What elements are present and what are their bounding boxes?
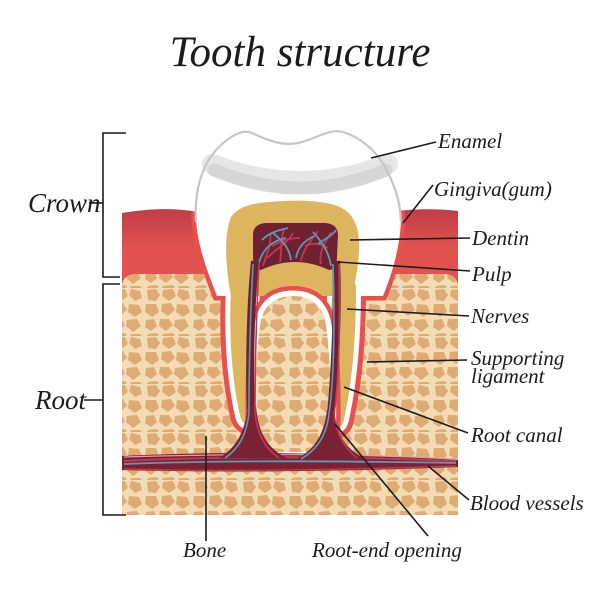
root-end-opening-label: Root-end opening [312, 538, 462, 562]
crown-section-label: Crown [28, 188, 101, 218]
gingiva-label: Gingiva(gum) [434, 177, 552, 201]
crown-outline [194, 130, 403, 223]
nerves-pointer-line [346, 308, 470, 317]
enamel-label: Enamel [438, 129, 503, 153]
pulp-chamber [253, 223, 338, 270]
pointer-lines [84, 132, 471, 541]
root-canal-label: Root canal [471, 423, 563, 447]
canal-nerve-lines [224, 263, 335, 460]
gingiva-pointer-line [402, 184, 434, 224]
blood-vessels-pointer-line [427, 465, 470, 501]
pulp-arteries [262, 229, 332, 267]
left-root-end-funnel [219, 406, 287, 458]
pulp-label: Pulp [472, 262, 512, 286]
right-root-end-funnel [296, 410, 366, 459]
pulp-nerves [257, 227, 337, 267]
pulp-pointer-line [337, 261, 471, 272]
supporting-ligament-pointer-line [366, 359, 468, 363]
nerves-label: Nerves [471, 304, 530, 328]
bone-label: Bone [183, 538, 227, 562]
canal-artery-lines [254, 263, 358, 459]
root-section-label: Root [35, 385, 86, 415]
band-highlight [123, 454, 457, 460]
dentin-label: Dentin [472, 226, 530, 250]
dentin-pointer-line [349, 237, 471, 241]
root-canals [219, 260, 366, 460]
root-canal-pointer-line [343, 386, 469, 434]
crown-bracket [102, 132, 126, 278]
band-nerve [123, 460, 457, 465]
furcation-dome [245, 285, 341, 462]
enamel-shading-arc [207, 163, 393, 195]
supporting-ligament-label: Supporting ligament [471, 346, 565, 389]
dome-bone-fill [255, 296, 331, 452]
right-root-canal [327, 260, 341, 416]
band-artery-2 [123, 465, 457, 472]
enamel-pointer-line [370, 141, 437, 159]
root-end-opening-pointer-line [334, 423, 429, 537]
diagram-title: Tooth structure [169, 29, 431, 76]
blood-vessels-label: Blood vessels [470, 491, 584, 515]
